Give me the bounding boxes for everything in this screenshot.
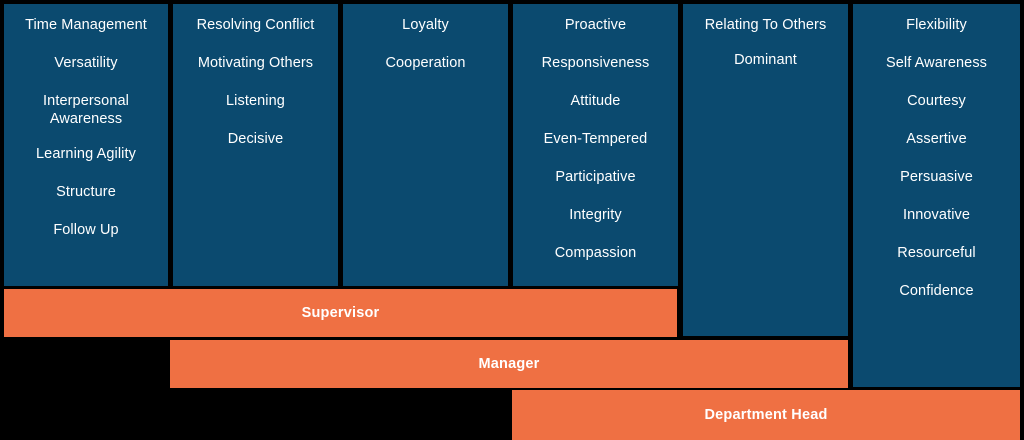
skill-item: Responsiveness (541, 55, 650, 71)
skill-item: Time Management (25, 17, 147, 33)
level-bar-manager: Manager (170, 340, 848, 388)
skill-item: Self Awareness (885, 55, 988, 71)
skill-item: Even-Tempered (543, 131, 648, 147)
skill-item: Motivating Others (197, 55, 314, 71)
skill-item: Follow Up (53, 222, 119, 238)
skill-item: Versatility (54, 55, 118, 71)
skill-item: Courtesy (907, 93, 966, 109)
skill-item: Resolving Conflict (196, 17, 315, 33)
level-bar-label: Supervisor (301, 305, 380, 321)
skill-item: Cooperation (385, 55, 466, 71)
skill-column-3: Loyalty Cooperation (343, 4, 508, 286)
skill-item: Decisive (227, 131, 284, 147)
skill-item: Integrity (569, 207, 622, 223)
skill-item: Proactive (564, 17, 627, 33)
skill-item: Interpersonal Awareness (43, 93, 129, 127)
skill-item: Loyalty (402, 17, 449, 33)
skill-column-5: Relating To Others Dominant (683, 4, 848, 336)
skill-item: Flexibility (906, 17, 967, 33)
skill-column-1: Time Management Versatility Interpersona… (4, 4, 168, 286)
skill-item: Relating To Others (704, 17, 827, 33)
skill-item: Dominant (734, 52, 797, 68)
level-bar-label: Manager (478, 356, 540, 372)
skill-item: Attitude (570, 93, 621, 109)
skill-item: Confidence (899, 283, 974, 299)
skill-item: Assertive (906, 131, 967, 147)
skill-item: Innovative (902, 207, 971, 223)
level-bar-label: Department Head (704, 407, 828, 423)
skill-item: Learning Agility (36, 146, 136, 162)
skill-column-2: Resolving Conflict Motivating Others Lis… (173, 4, 338, 286)
level-bar-department-head: Department Head (512, 390, 1020, 440)
skill-item: Structure (56, 184, 116, 200)
skill-column-6: Flexibility Self Awareness Courtesy Asse… (853, 4, 1020, 387)
skill-item: Persuasive (900, 169, 973, 185)
skill-item: Resourceful (897, 245, 976, 261)
skill-item: Listening (226, 93, 285, 109)
level-bar-supervisor: Supervisor (4, 289, 677, 337)
skill-item: Participative (555, 169, 636, 185)
skill-column-4: Proactive Responsiveness Attitude Even-T… (513, 4, 678, 286)
skill-item: Compassion (554, 245, 637, 261)
